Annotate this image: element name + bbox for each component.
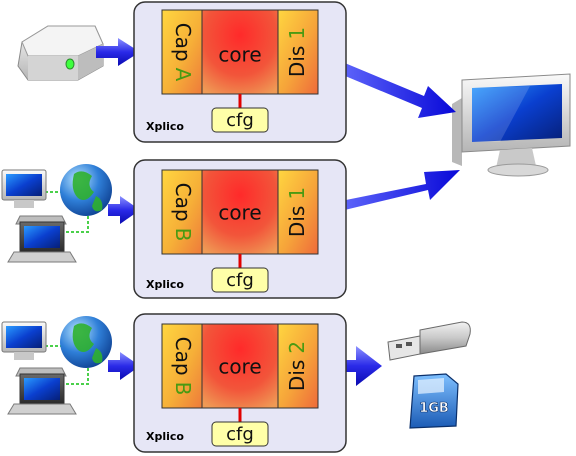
display-number: 1 xyxy=(285,187,309,200)
capture-word: Cap xyxy=(172,337,196,376)
capture-letter: B xyxy=(172,228,196,242)
display-label: Dis 1 xyxy=(285,27,309,77)
xplico-block: CapB core Dis 1 cfg Xplico xyxy=(133,159,347,299)
capture-word: Cap xyxy=(172,23,196,62)
core-label: core xyxy=(218,201,261,225)
config-label: cfg xyxy=(226,110,254,131)
xplico-name: Xplico xyxy=(146,430,184,443)
display-label: Dis 1 xyxy=(285,187,309,237)
xplico-block: CapB core Dis 2 cfg Xplico xyxy=(133,313,347,453)
capture-label: CapA xyxy=(172,23,196,82)
capture-module xyxy=(161,9,203,95)
network-globe-icon xyxy=(1,164,112,263)
capture-label: CapB xyxy=(172,183,196,242)
core-label: core xyxy=(218,355,261,379)
usb-stick-icon xyxy=(387,321,471,361)
arrow-globe1-to-capture xyxy=(108,196,140,224)
monitor-icon xyxy=(452,73,571,177)
config-box xyxy=(211,107,269,133)
capture-word: Cap xyxy=(172,183,196,222)
config-box xyxy=(211,267,269,293)
sd-card-label: 1GB xyxy=(419,401,449,416)
core-label: core xyxy=(218,43,261,67)
core-module xyxy=(201,169,279,255)
display-module xyxy=(277,9,319,95)
core-module xyxy=(201,323,279,409)
arrow-drive-to-capture xyxy=(96,38,140,66)
capture-label: CapB xyxy=(172,337,196,396)
config-label: cfg xyxy=(226,270,254,291)
display-number: 1 xyxy=(285,27,309,40)
sd-card-icon: 1GB xyxy=(409,373,459,429)
xplico-name: Xplico xyxy=(146,278,184,291)
hard-drive-icon xyxy=(17,25,104,81)
display-label: Dis 2 xyxy=(285,341,309,391)
xplico-block: CapA core Dis 1 cfg Xplico xyxy=(133,1,347,143)
config-label: cfg xyxy=(226,424,254,445)
capture-module xyxy=(161,323,203,409)
display-module xyxy=(277,169,319,255)
display-module xyxy=(277,323,319,409)
display-number: 2 xyxy=(285,341,309,354)
xplico-name: Xplico xyxy=(146,120,184,133)
arrow-display1-to-monitor xyxy=(326,56,456,118)
arrow-globe2-to-capture xyxy=(108,352,140,380)
display-word: Dis xyxy=(285,360,309,391)
display-word: Dis xyxy=(285,206,309,237)
display-word: Dis xyxy=(285,46,309,77)
network-globe-icon xyxy=(1,316,112,415)
arrow-display2-to-monitor xyxy=(326,170,460,214)
arrow-display3-to-storage xyxy=(324,346,382,386)
capture-letter: A xyxy=(172,68,196,82)
capture-letter: B xyxy=(172,382,196,396)
capture-module xyxy=(161,169,203,255)
config-box xyxy=(211,421,269,447)
